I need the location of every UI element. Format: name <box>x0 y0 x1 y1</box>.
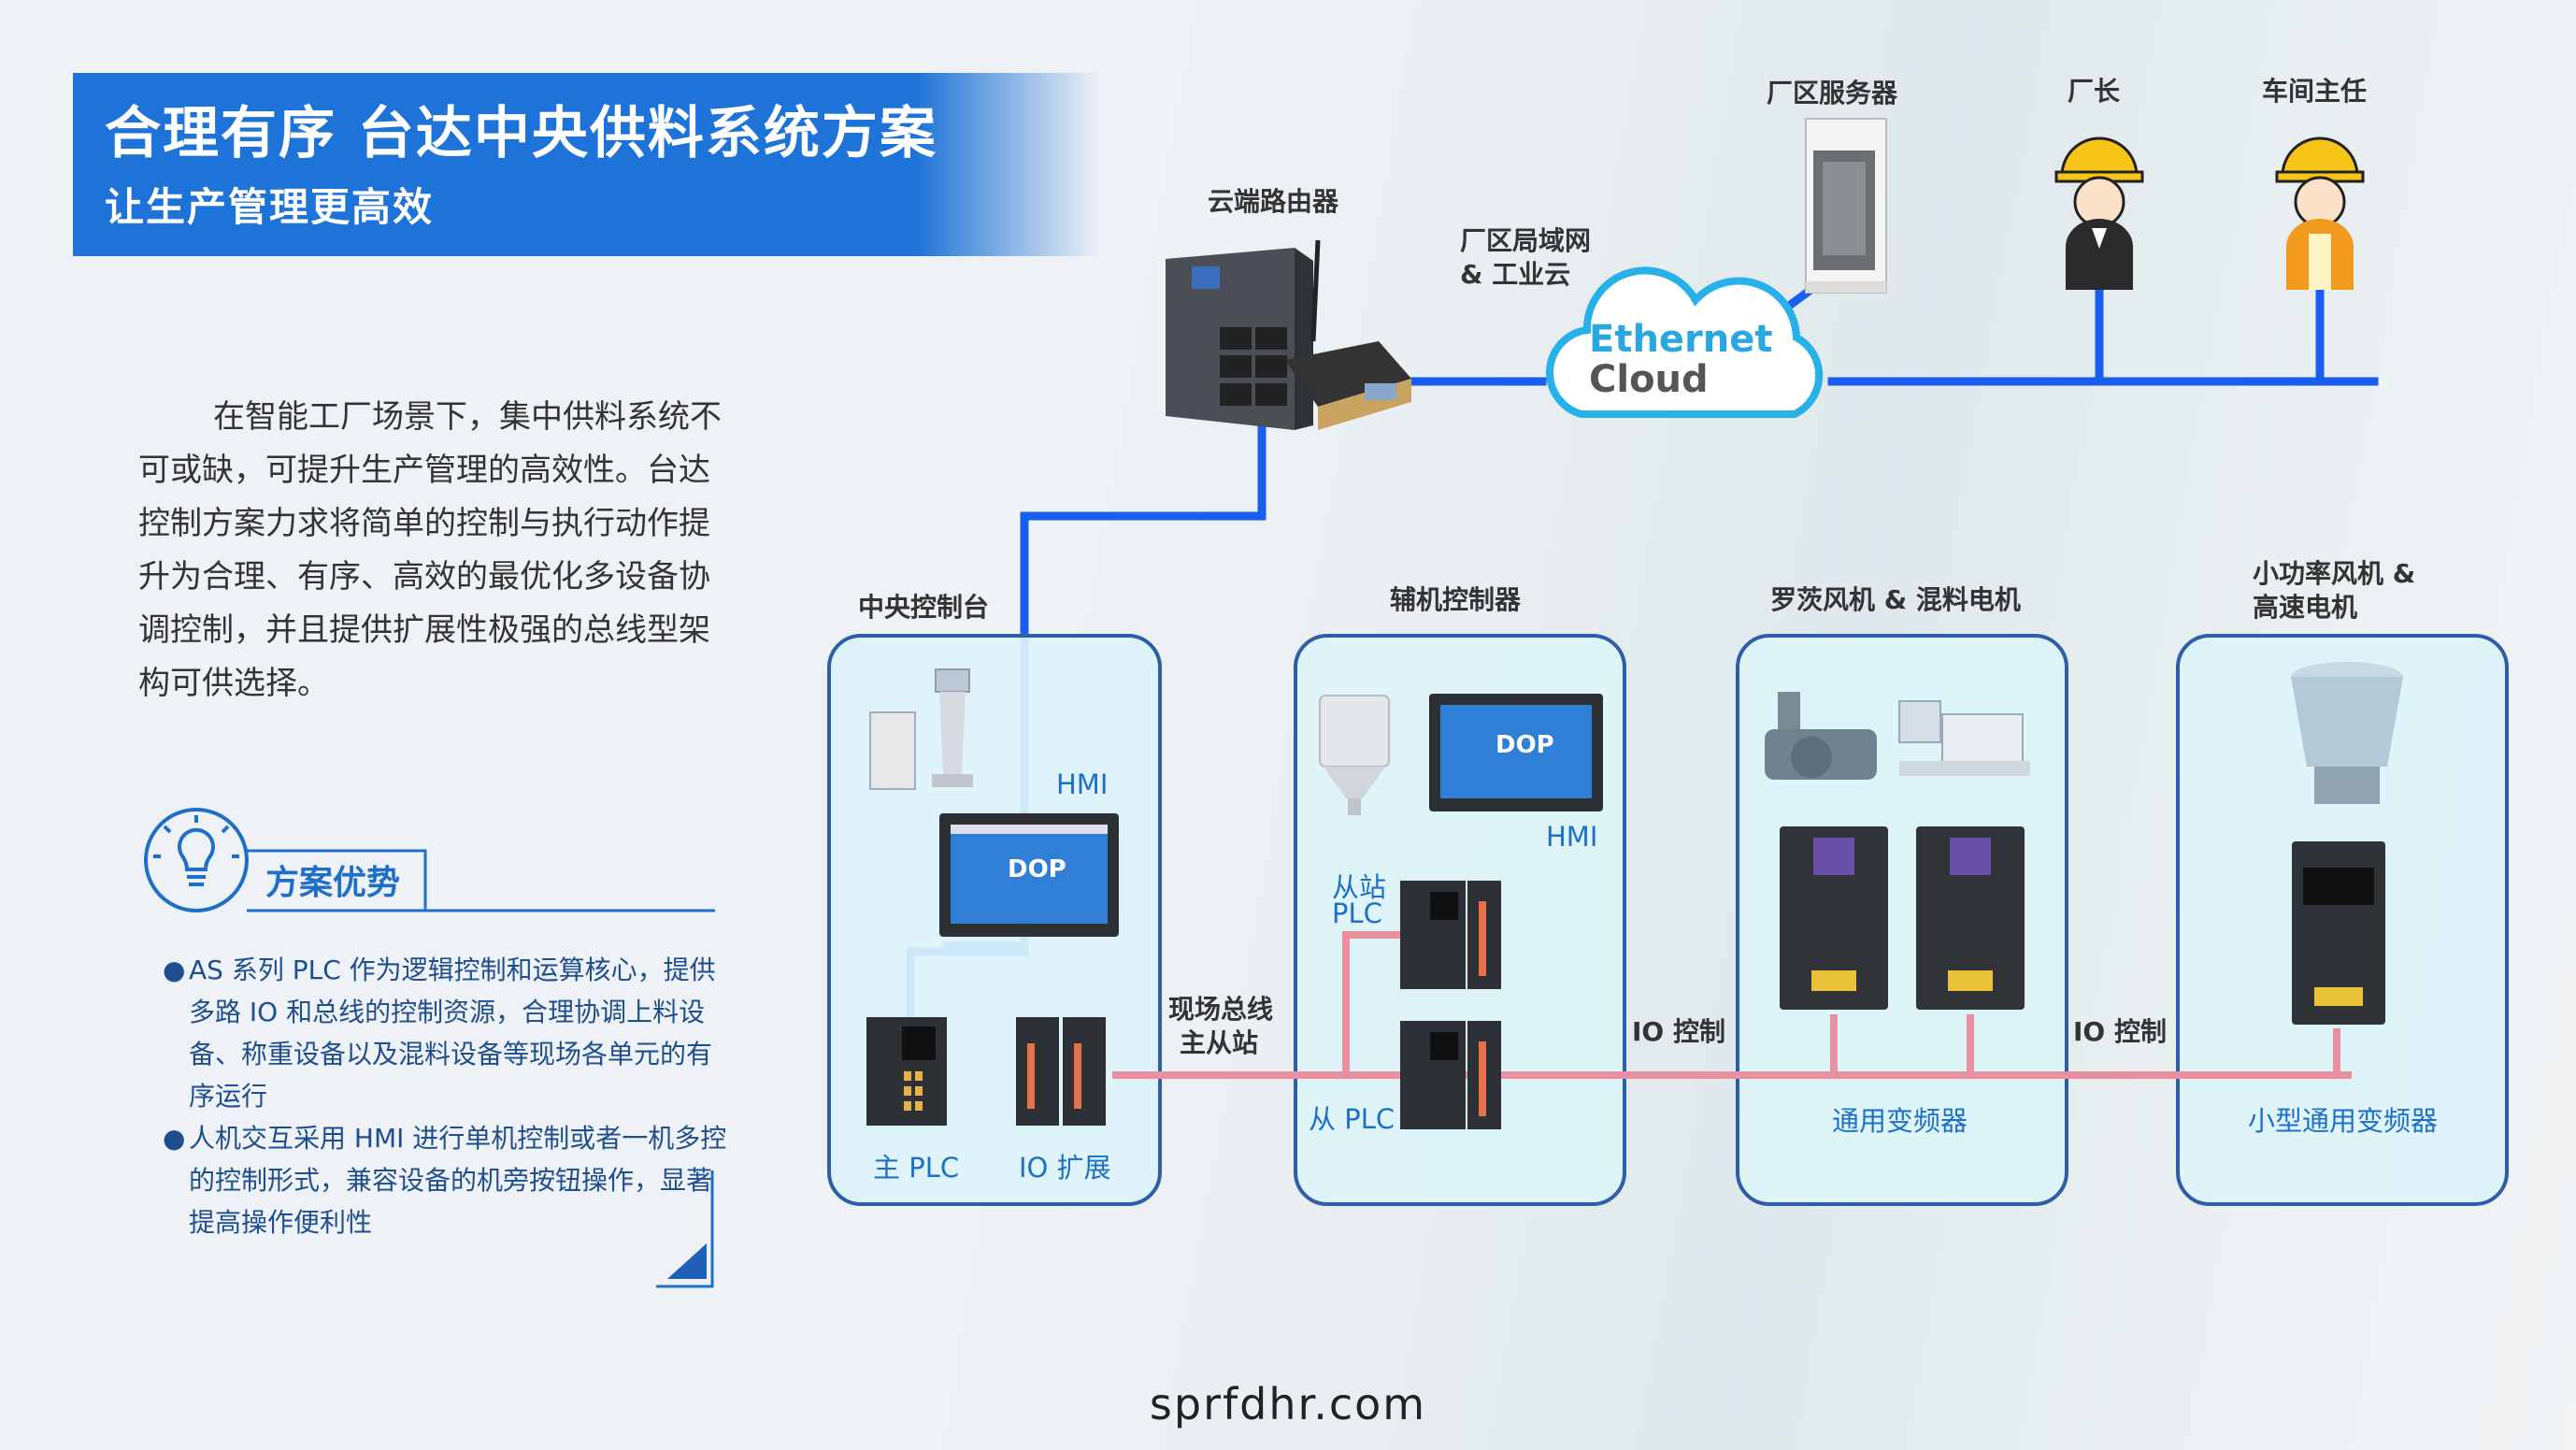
advantage-text: AS 系列 PLC 作为逻辑控制和运算核心，提供多路 IO 和总线的控制资源，合… <box>189 955 716 1112</box>
corner-decoration <box>656 1170 714 1288</box>
small-fan-motor-image <box>2291 662 2403 804</box>
central-hmi-brand: DOP <box>1008 855 1066 883</box>
io-control-label-2: IO 控制 <box>2073 1016 2167 1047</box>
hopper-dryer-image <box>1319 695 1390 815</box>
ethernet-cloud-icon <box>1546 266 1824 418</box>
advantages-header-graphic <box>144 808 715 912</box>
title-banner <box>73 73 1101 256</box>
director-label: 厂长 <box>2068 76 2121 107</box>
workshop-supervisor-icon <box>2275 136 2365 290</box>
io-expansion-image <box>1016 1017 1106 1126</box>
lan-label: 厂区局域网 <box>1460 225 1592 256</box>
slave-plc-label: 从 PLC <box>1309 1103 1395 1135</box>
supervisor-label: 车间主任 <box>2262 76 2368 107</box>
advantage-text: 人机交互采用 HMI 进行单机控制或者一机多控的控制形式，兼容设备的机旁按钮操作… <box>189 1123 727 1238</box>
aux-hmi-image <box>1429 694 1603 811</box>
aux-hmi-label: HMI <box>1546 821 1598 853</box>
main-plc-image <box>866 1017 947 1126</box>
advantage-item: ●AS 系列 PLC 作为逻辑控制和运算核心，提供多路 IO 和总线的控制资源，… <box>163 955 716 1112</box>
small-inverter-image <box>2292 841 2385 1025</box>
central-console-title: 中央控制台 <box>858 592 990 623</box>
roots-blower-mixer-image <box>1765 692 2030 780</box>
aux-hmi-brand: DOP <box>1496 731 1554 759</box>
cloud-text-1: Ethernet <box>1589 318 1773 361</box>
inverter-2-image <box>1916 826 2025 1010</box>
aux-controller-title: 辅机控制器 <box>1390 584 1522 615</box>
lightbulb-icon <box>144 808 249 912</box>
server-icon <box>1805 118 1887 294</box>
general-inverter-label: 通用变频器 <box>1832 1105 1968 1137</box>
control-cabinet-image <box>869 668 973 790</box>
central-hmi-image <box>939 813 1119 937</box>
main-plc-label: 主 PLC <box>873 1152 960 1184</box>
central-hmi-label: HMI <box>1056 768 1109 800</box>
slave-station-label-2: PLC <box>1332 897 1382 929</box>
cloud-text-2: Cloud <box>1589 358 1709 401</box>
footer-url: sprfdhr.com <box>1149 1379 1427 1429</box>
cloud-router-image <box>1166 239 1411 430</box>
io-control-label-1: IO 控制 <box>1632 1016 1725 1047</box>
page-subtitle: 让生产管理更高效 <box>105 184 435 230</box>
fieldbus-label-1: 现场总线 <box>1168 994 1274 1025</box>
small-inverter-label: 小型通用变频器 <box>2248 1105 2439 1137</box>
small-fan-title-1: 小功率风机 & <box>2253 558 2416 589</box>
slave-station-plc-image <box>1400 881 1501 989</box>
fieldbus-slave-station-line <box>1342 931 1400 1075</box>
fieldbus-label-2: 主从站 <box>1180 1027 1259 1058</box>
advantages-title: 方案优势 <box>265 864 401 902</box>
advantages-list: ●AS 系列 PLC 作为逻辑控制和运算核心，提供多路 IO 和总线的控制资源，… <box>159 949 729 1243</box>
intro-paragraph: 在智能工厂场景下，集中供料系统不可或缺，可提升生产管理的高效性。台达控制方案力求… <box>138 398 722 702</box>
factory-director-icon <box>2054 136 2144 290</box>
io-expansion-label: IO 扩展 <box>1019 1152 1111 1184</box>
page-title: 合理有序 台达中央供料系统方案 <box>105 101 937 166</box>
cloud-label: & 工业云 <box>1460 259 1571 290</box>
slave-plc-image <box>1400 1021 1501 1129</box>
roots-blower-title: 罗茨风机 & 混料电机 <box>1770 584 2021 615</box>
small-fan-title-2: 高速电机 <box>2253 592 2358 623</box>
advantage-item: ●人机交互采用 HMI 进行单机控制或者一机多控的控制形式，兼容设备的机旁按钮操… <box>163 1123 727 1238</box>
server-label: 厂区服务器 <box>1767 78 1898 108</box>
router-label: 云端路由器 <box>1208 186 1339 217</box>
slave-station-label-1: 从站 <box>1332 871 1387 903</box>
inverter-1-image <box>1780 826 1888 1010</box>
